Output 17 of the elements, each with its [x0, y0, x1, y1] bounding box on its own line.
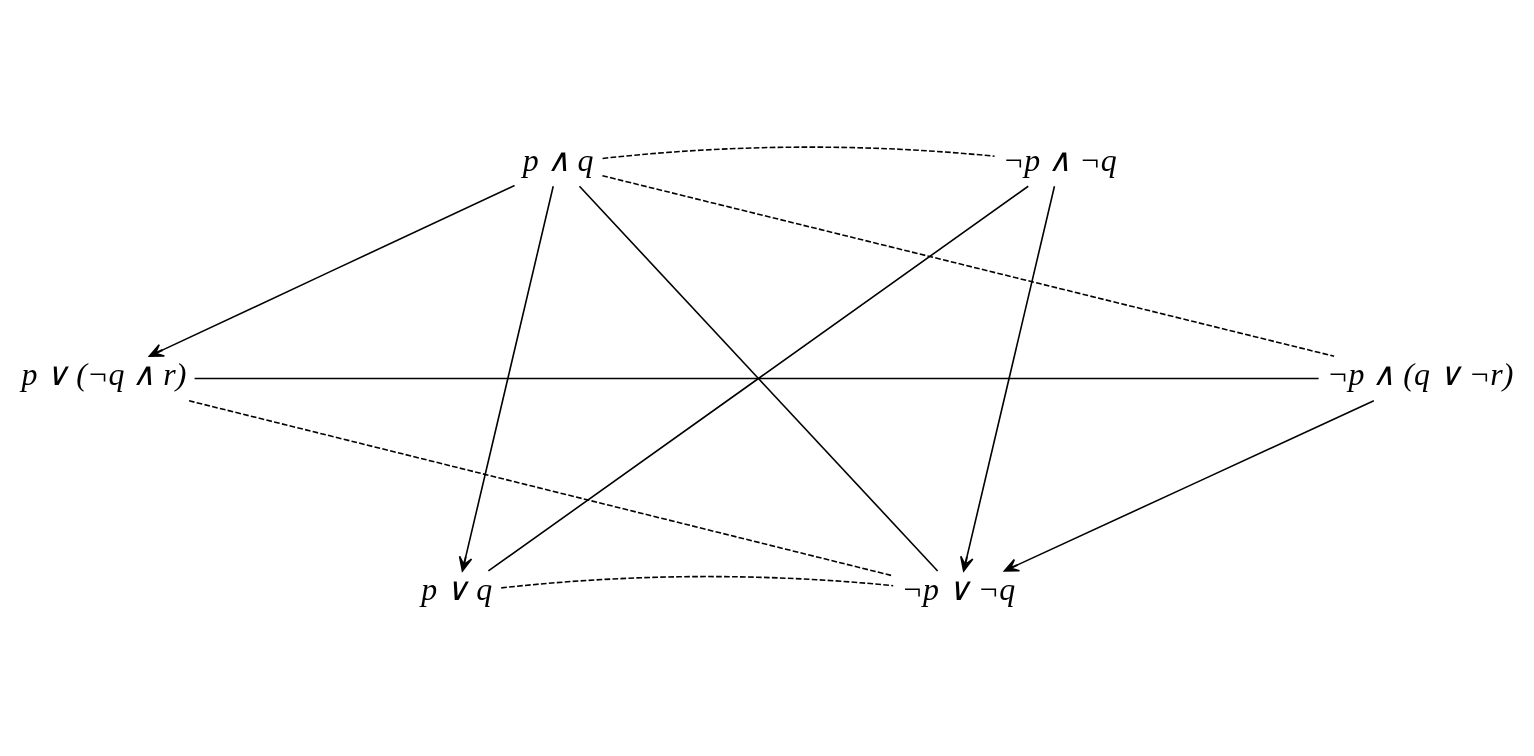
node-text: p ∧ q — [522, 141, 594, 177]
connector — [500, 575, 894, 589]
connector — [487, 184, 1029, 572]
arrow — [960, 184, 1056, 572]
node-text: ¬p ∧ ¬q — [1002, 141, 1117, 177]
node-text: ¬p ∧ (q ∨ ¬r) — [1326, 356, 1514, 392]
connector — [578, 184, 939, 572]
arrow — [1003, 399, 1375, 572]
connector — [601, 174, 1335, 357]
arrow — [458, 184, 555, 572]
connector — [193, 377, 1320, 379]
node-text: p ∨ (¬q ∧ r) — [21, 356, 187, 392]
node-text: p ∨ q — [421, 571, 493, 607]
node-text: ¬p ∨ ¬q — [901, 571, 1016, 607]
connector — [601, 145, 996, 159]
arrow — [148, 184, 516, 357]
connector — [188, 399, 894, 577]
